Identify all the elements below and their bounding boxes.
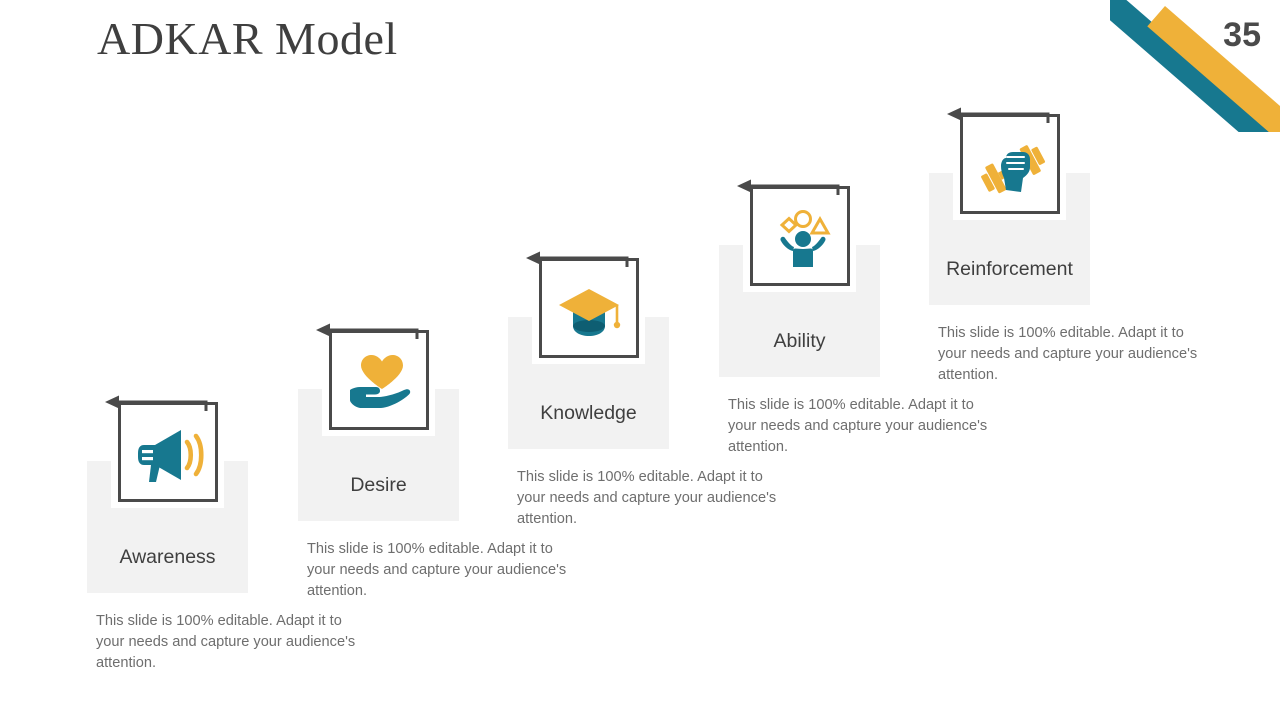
dumbbell-fist-icon xyxy=(963,117,1063,217)
juggling-person-icon xyxy=(753,189,853,289)
step-label-ability: Ability xyxy=(773,330,826,352)
megaphone-icon xyxy=(121,405,221,505)
graduation-cap-icon xyxy=(542,261,642,361)
step-label-reinforcement: Reinforcement xyxy=(946,258,1073,280)
icon-frame-ability xyxy=(737,179,853,289)
loop-arrow-icon xyxy=(103,391,227,413)
loop-arrow-icon xyxy=(524,247,648,269)
loop-arrow-icon xyxy=(314,319,438,341)
step-description-knowledge: This slide is 100% editable. Adapt it to… xyxy=(517,469,777,527)
step-description-ability: This slide is 100% editable. Adapt it to… xyxy=(728,397,988,455)
step-description-awareness: This slide is 100% editable. Adapt it to… xyxy=(96,613,356,671)
icon-frame-awareness xyxy=(105,395,221,505)
loop-arrow-icon xyxy=(945,103,1069,125)
step-label-awareness: Awareness xyxy=(119,546,216,568)
icon-frame-desire xyxy=(316,323,432,433)
icon-frame-reinforcement xyxy=(947,107,1063,217)
page-title: ADKAR Model xyxy=(97,13,398,64)
loop-arrow-icon xyxy=(735,175,859,197)
step-label-desire: Desire xyxy=(350,474,407,496)
step-description-reinforcement: This slide is 100% editable. Adapt it to… xyxy=(938,325,1198,383)
step-description-desire: This slide is 100% editable. Adapt it to… xyxy=(307,541,567,599)
step-label-knowledge: Knowledge xyxy=(540,402,637,424)
hand-heart-icon xyxy=(332,333,432,433)
page-number: 35 xyxy=(1223,16,1261,54)
icon-frame-knowledge xyxy=(526,251,642,361)
